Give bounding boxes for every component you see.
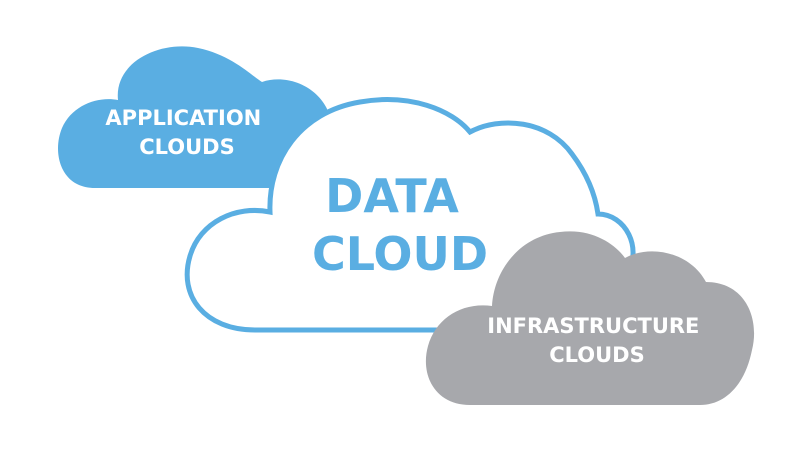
infrastructure-clouds: INFRASTRUCTURE CLOUDS (425, 231, 755, 405)
data-cloud-label: DATA CLOUD (312, 169, 488, 281)
application-clouds-label: APPLICATION CLOUDS (105, 106, 268, 159)
application-cloud-shape (58, 46, 333, 189)
infrastructure-cloud-shape (425, 231, 755, 405)
data-cloud-line2: CLOUD (312, 227, 488, 281)
application-clouds-line1: APPLICATION (105, 106, 261, 130)
infrastructure-clouds-label: INFRASTRUCTURE CLOUDS (487, 314, 706, 367)
infrastructure-clouds-line2: CLOUDS (549, 343, 645, 367)
infrastructure-clouds-line1: INFRASTRUCTURE (487, 314, 699, 338)
application-clouds-line2: CLOUDS (139, 135, 235, 159)
data-cloud-line1: DATA (325, 169, 459, 223)
application-clouds: APPLICATION CLOUDS (58, 46, 333, 189)
